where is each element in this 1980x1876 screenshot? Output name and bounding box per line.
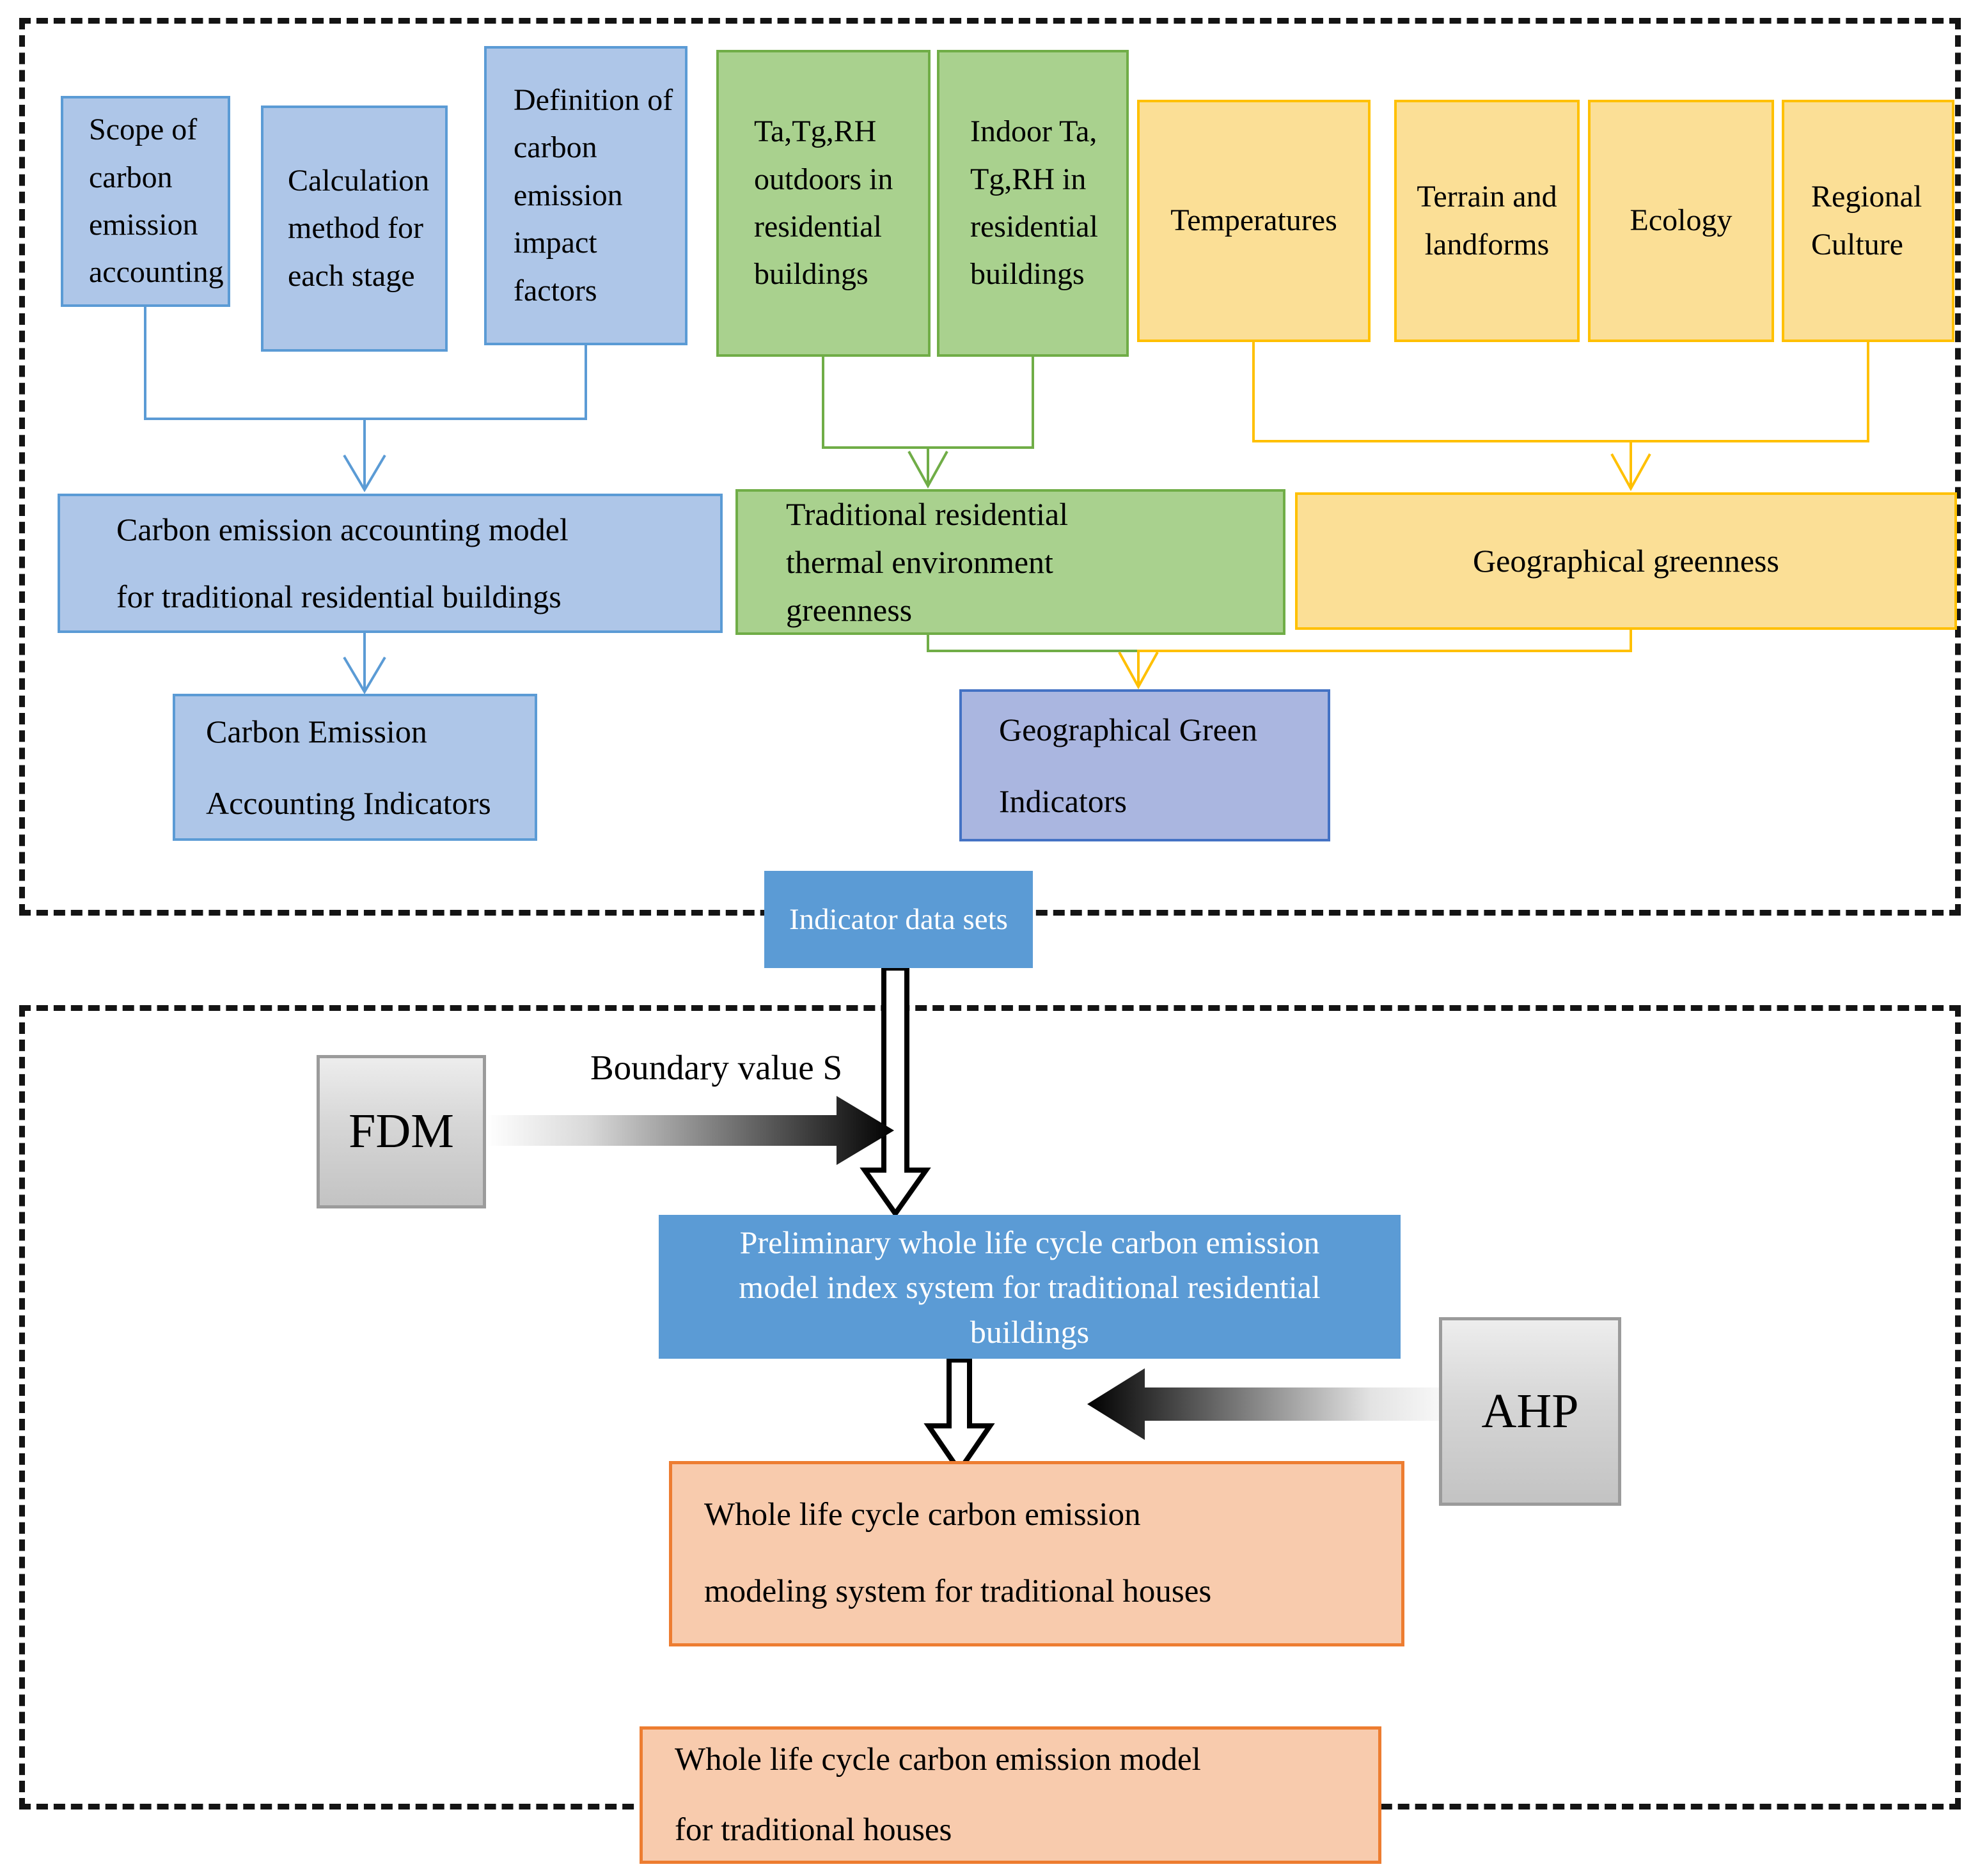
fdm-boundary-arrow-icon — [486, 1096, 894, 1165]
node-scope-of-carbon-emission-accounting: Scope of carbon emission accounting — [61, 96, 230, 307]
node-calculation-method-each-stage: Calculation method for each stage — [261, 106, 448, 352]
node-outdoor-ta-tg-rh: Ta,Tg,RH outdoors in residential buildin… — [716, 50, 931, 357]
blue-arrowhead-icon-2 — [343, 656, 386, 694]
node-final-carbon-emission-model: Whole life cycle carbon emission model f… — [640, 1726, 1381, 1864]
node-modeling-system-traditional-houses: Whole life cycle carbon emission modelin… — [669, 1461, 1404, 1646]
preliminary-to-system-arrow-icon — [923, 1357, 995, 1476]
node-geographical-green-indicators: Geographical Green Indicators — [959, 689, 1330, 841]
node-ahp: AHP — [1439, 1317, 1621, 1506]
indicator-to-preliminary-arrow-icon — [860, 965, 931, 1218]
boundary-value-label: Boundary value S — [590, 1048, 843, 1087]
node-terrain-and-landforms: Terrain and landforms — [1394, 100, 1580, 342]
node-geographical-greenness: Geographical greenness — [1295, 492, 1957, 630]
yellow-elbow-connector — [1137, 630, 1632, 685]
green-merge-connector — [822, 357, 1034, 449]
node-preliminary-index-system: Preliminary whole life cycle carbon emis… — [659, 1215, 1401, 1359]
node-indoor-ta-tg-rh: Indoor Ta, Tg,RH in residential building… — [937, 50, 1129, 357]
node-carbon-emission-accounting-indicators: Carbon Emission Accounting Indicators — [173, 694, 537, 841]
node-ecology: Ecology — [1588, 100, 1774, 342]
yellow-arrowhead-icon — [1610, 453, 1651, 492]
blue-arrowhead-icon — [343, 454, 386, 492]
yellow-arrowhead-icon-2 — [1118, 652, 1159, 690]
node-definition-carbon-emission-impact-factors: Definition of carbon emission impact fac… — [484, 46, 688, 345]
node-regional-culture: Regional Culture — [1782, 100, 1954, 342]
node-indicator-data-sets: Indicator data sets — [764, 871, 1033, 968]
node-fdm: FDM — [317, 1055, 486, 1208]
yellow-merge-connector — [1252, 342, 1869, 442]
node-carbon-emission-accounting-model: Carbon emission accounting model for tra… — [58, 494, 723, 633]
node-temperatures: Temperatures — [1137, 100, 1371, 342]
green-elbow-connector — [927, 635, 1140, 652]
node-thermal-environment-greenness: Traditional residential thermal environm… — [735, 489, 1285, 635]
green-arrowhead-icon — [908, 451, 948, 489]
ahp-input-arrow-icon — [1087, 1368, 1466, 1440]
